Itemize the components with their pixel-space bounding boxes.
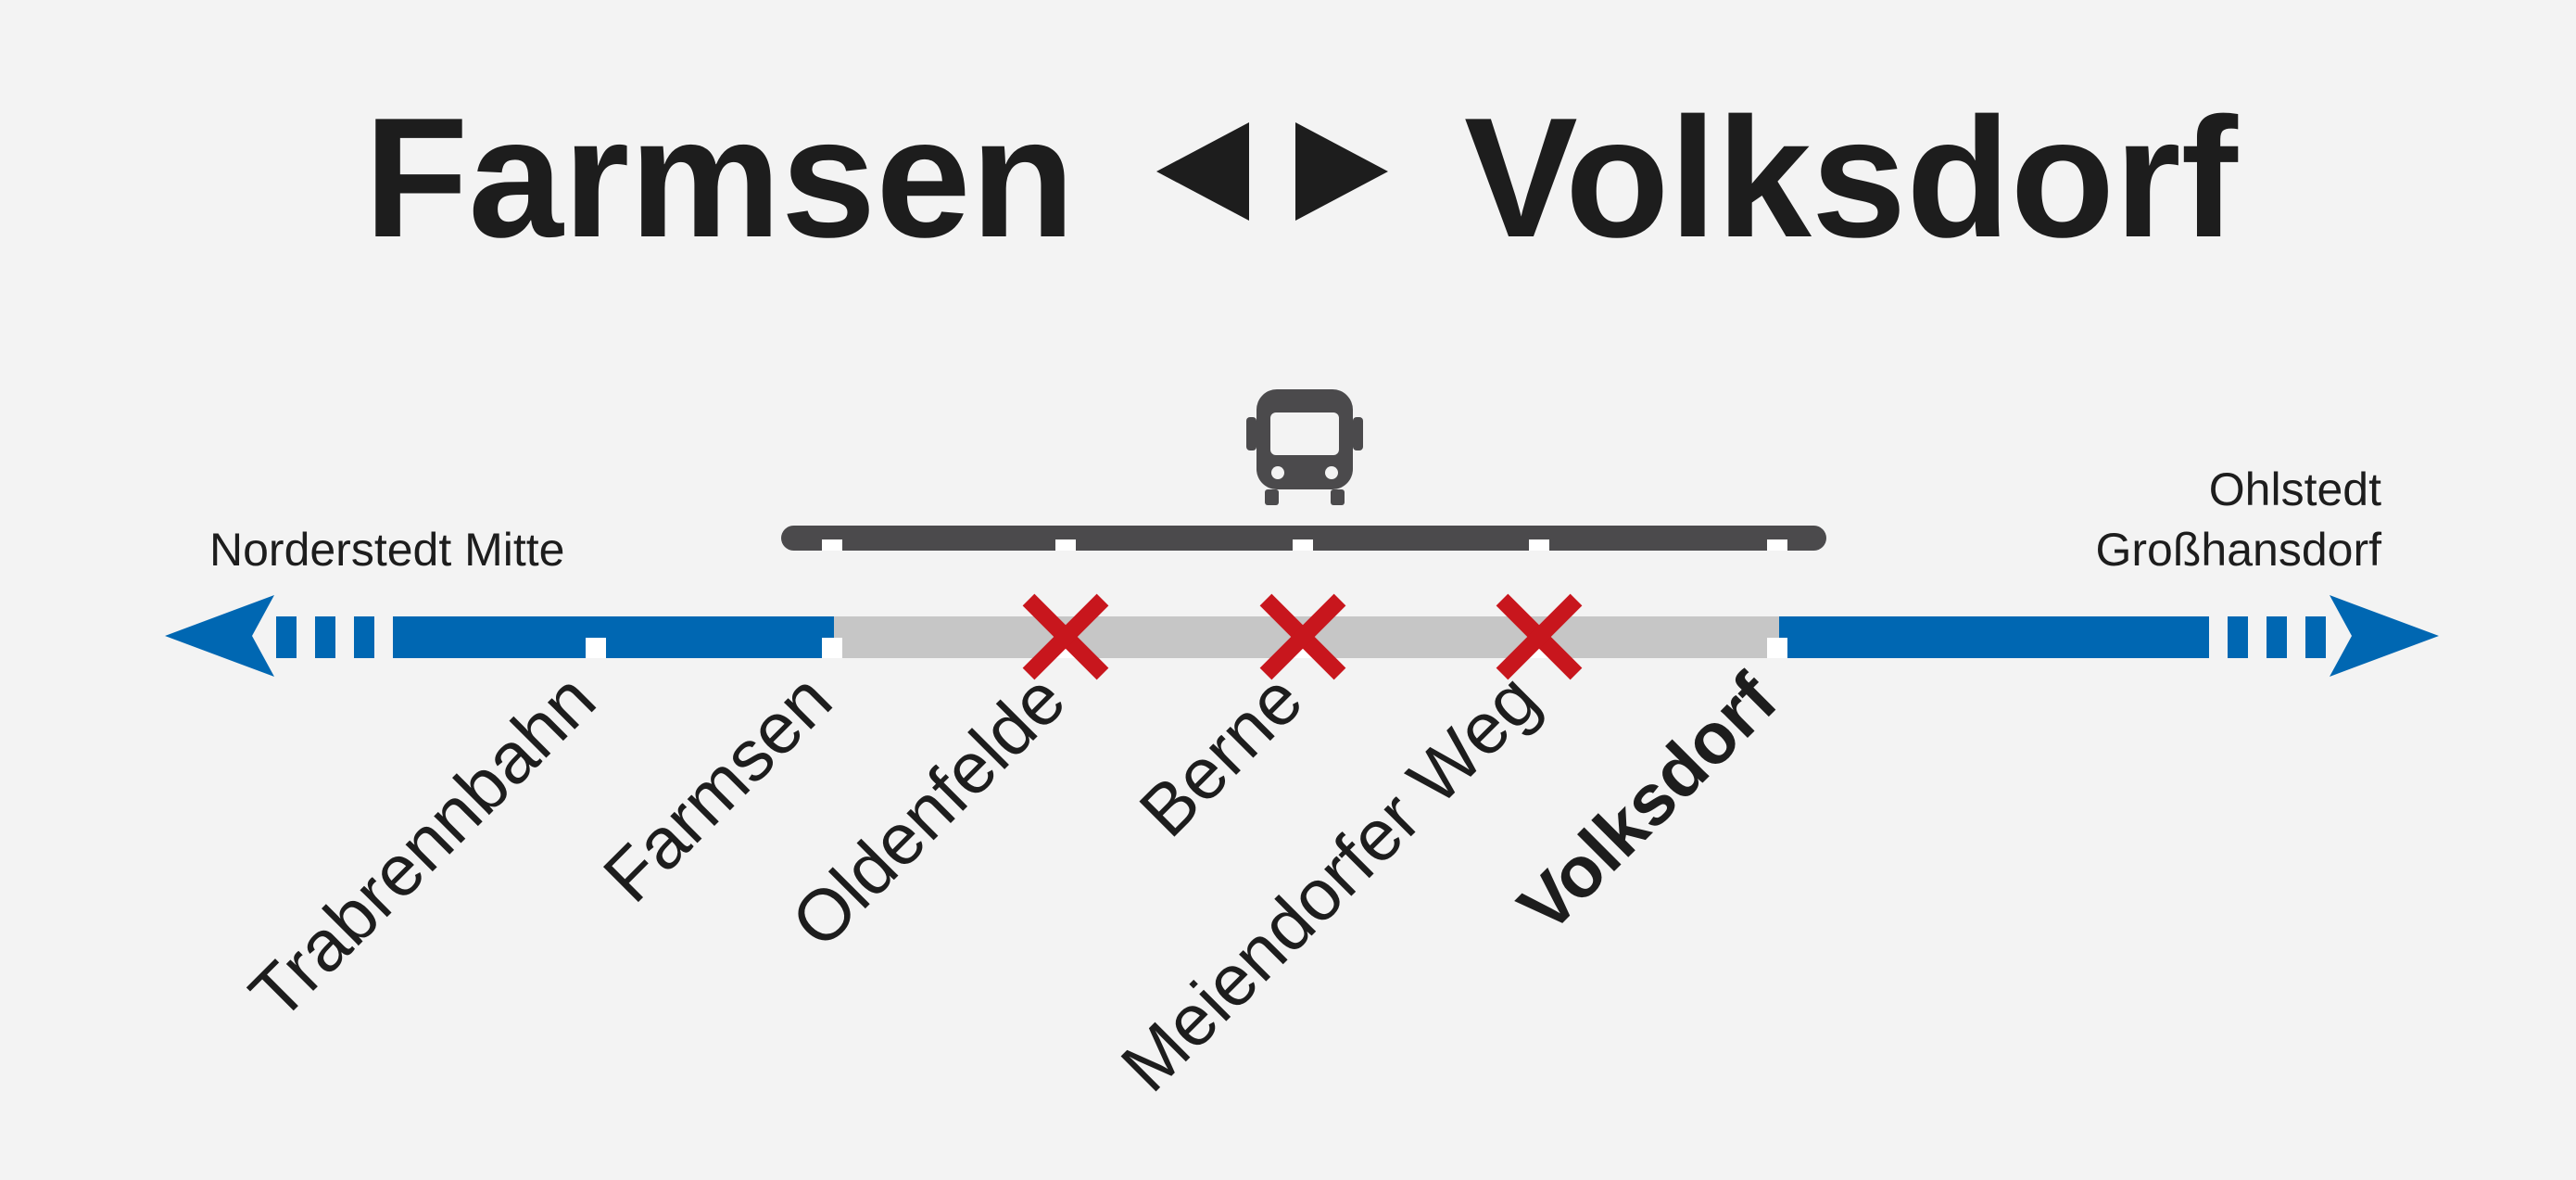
title-to: Volksdorf: [1464, 82, 2239, 273]
station-label: Berne: [1124, 658, 1318, 852]
destination-west: Norderstedt Mitte: [209, 524, 564, 576]
bus-stop-tick: [1767, 539, 1787, 551]
closed-markers: [1022, 593, 1583, 680]
cross-icon: [1496, 593, 1583, 680]
cross-icon: [1022, 593, 1109, 680]
cross-icon: [1259, 593, 1346, 680]
bus-icon: [1246, 389, 1363, 505]
station-tick: [586, 638, 606, 658]
arrow-right-icon: [2330, 595, 2439, 677]
station-label: Trabrennbahn: [234, 658, 611, 1035]
station-tick: [1767, 638, 1787, 658]
bus-stop-ticks: [822, 539, 1787, 551]
rail-line-east: [1779, 595, 2439, 677]
bus-stop-tick: [822, 539, 842, 551]
bidirectional-arrow-icon: [1156, 122, 1388, 221]
destination-east-1: Ohlstedt: [2209, 463, 2381, 515]
bus-stop-tick: [1529, 539, 1549, 551]
station-tick: [822, 638, 842, 658]
destination-east-2: Großhansdorf: [2096, 524, 2382, 576]
bus-line: [781, 526, 1826, 551]
bus-stop-tick: [1055, 539, 1076, 551]
station-label: Volksdorf: [1503, 657, 1793, 947]
bus-stop-tick: [1293, 539, 1313, 551]
title-from: Farmsen: [364, 82, 1075, 273]
arrow-left-icon: [165, 595, 274, 677]
rail-line-west: [165, 595, 834, 677]
station-label: Meiendorfer Weg: [1105, 658, 1554, 1107]
